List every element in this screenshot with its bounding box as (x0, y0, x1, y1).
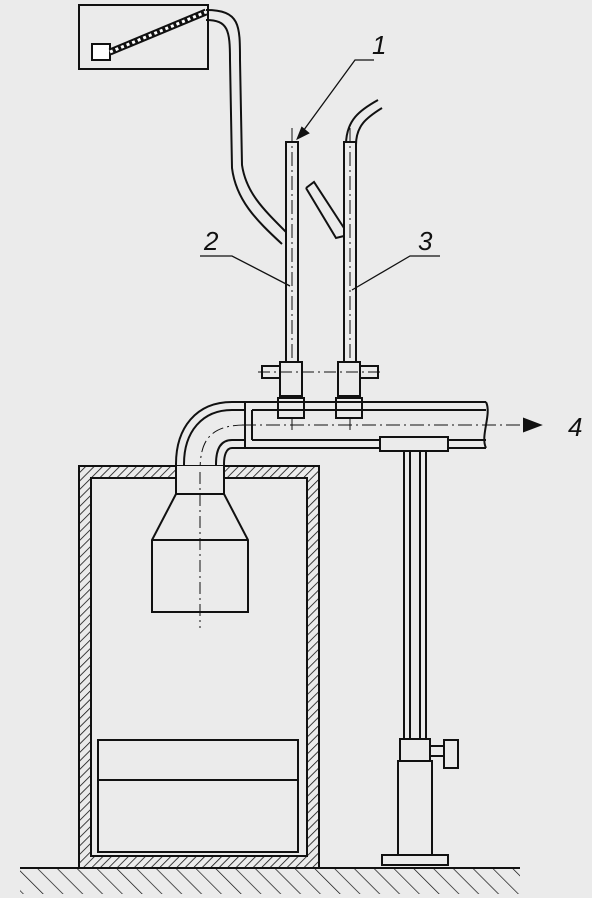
support-stand (379, 436, 459, 866)
source-box (78, 4, 209, 70)
leader-2 (200, 255, 291, 287)
leader-3 (351, 255, 440, 291)
duct-elbow (175, 401, 246, 473)
label-1: 1 (372, 30, 386, 60)
collection-hood (151, 472, 249, 628)
label-2: 2 (203, 226, 219, 256)
label-4: 4 (568, 412, 582, 442)
outflow-arrow (523, 417, 543, 433)
label-3: 3 (418, 226, 433, 256)
ground (20, 867, 520, 894)
leader-1 (296, 59, 374, 141)
supply-cable (205, 9, 287, 245)
sample-tray (97, 739, 299, 853)
